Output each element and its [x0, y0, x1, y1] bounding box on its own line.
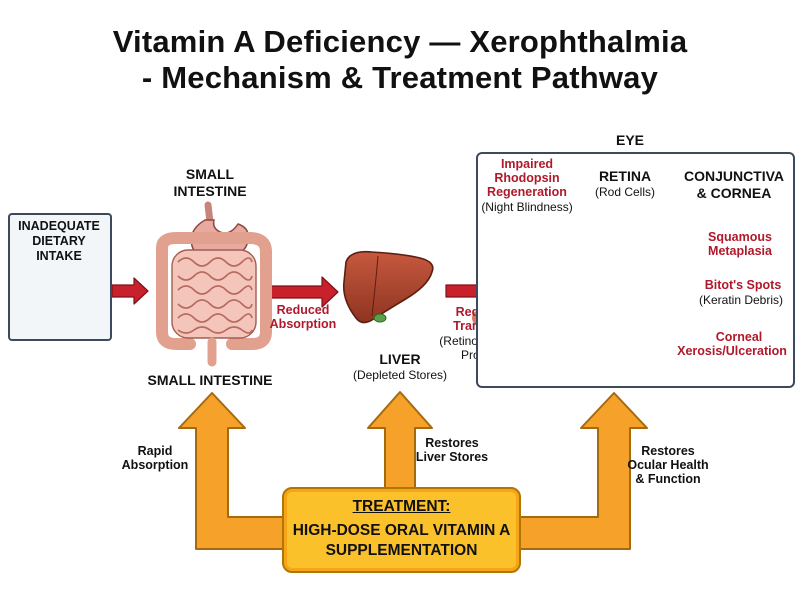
- restores-ocular-line3: & Function: [635, 472, 701, 486]
- rhodopsin-line3: Regeneration: [487, 185, 567, 199]
- treatment-heading: TREATMENT:: [352, 498, 451, 515]
- treatment-body-line2: SUPPLEMENTATION: [325, 542, 478, 559]
- bitot-label: Bitot's Spots: [704, 278, 782, 292]
- intake-label-line2: DIETARY INTAKE: [32, 234, 86, 263]
- reduced-absorption-line1: Reduced: [276, 303, 330, 317]
- rhodopsin-line1: Impaired: [500, 157, 554, 171]
- arrow-intestine-to-liver: [267, 276, 339, 308]
- small-intestine-top-label-line2: INTESTINE: [173, 183, 247, 199]
- rhodopsin-line2: Rhodopsin: [494, 171, 560, 185]
- treatment-arrow-right: [511, 392, 648, 550]
- liver-label: LIVER: [379, 351, 421, 367]
- corneal-line2: Xerosis/Ulceration: [677, 344, 787, 358]
- treatment-arrows: [178, 391, 648, 550]
- page-title-line2: - Mechanism & Treatment Pathway: [141, 60, 659, 95]
- treatment-arrow-center: [367, 391, 433, 491]
- restores-ocular-line1: Restores: [641, 444, 695, 458]
- rapid-absorption-line1: Rapid: [137, 444, 173, 458]
- small-intestine-illustration: [156, 201, 272, 367]
- reduced-absorption-line2: Absorption: [269, 317, 337, 331]
- restores-liver-line1: Restores: [425, 436, 479, 450]
- restores-liver-line2: Liver Stores: [415, 450, 489, 464]
- squamous-line2: Metaplasia: [708, 244, 772, 258]
- inadequate-intake-box: [8, 213, 112, 341]
- retina-sublabel: (Rod Cells): [594, 185, 655, 199]
- eye-panel: [476, 152, 795, 388]
- small-intestine-top-label-line1: SMALL: [185, 166, 235, 182]
- liver-illustration: [342, 250, 434, 324]
- conjunctiva-line1: CONJUNCTIVA: [683, 168, 785, 184]
- retina-label: RETINA: [598, 168, 652, 184]
- page-title-line1: Vitamin A Deficiency — Xerophthalmia: [112, 24, 688, 59]
- arrow-intake-to-intestine: [111, 277, 149, 305]
- liver-sublabel: (Depleted Stores): [352, 368, 448, 382]
- treatment-box: [282, 487, 521, 573]
- squamous-line1: Squamous: [708, 230, 772, 244]
- corneal-line1: Corneal: [715, 330, 763, 344]
- rhodopsin-sub: (Night Blindness): [481, 200, 573, 214]
- rapid-absorption-line2: Absorption: [121, 458, 189, 472]
- eye-title: EYE: [615, 132, 644, 148]
- conjunctiva-line2: & CORNEA: [696, 185, 772, 201]
- restores-ocular-line2: Ocular Health: [627, 458, 709, 472]
- intake-label-line1: INADEQUATE: [18, 219, 100, 233]
- treatment-body-line1: HIGH-DOSE ORAL VITAMIN A: [292, 522, 511, 539]
- small-intestine-bottom-label: SMALL INTESTINE: [147, 372, 273, 388]
- bitot-sublabel: (Keratin Debris): [698, 293, 784, 307]
